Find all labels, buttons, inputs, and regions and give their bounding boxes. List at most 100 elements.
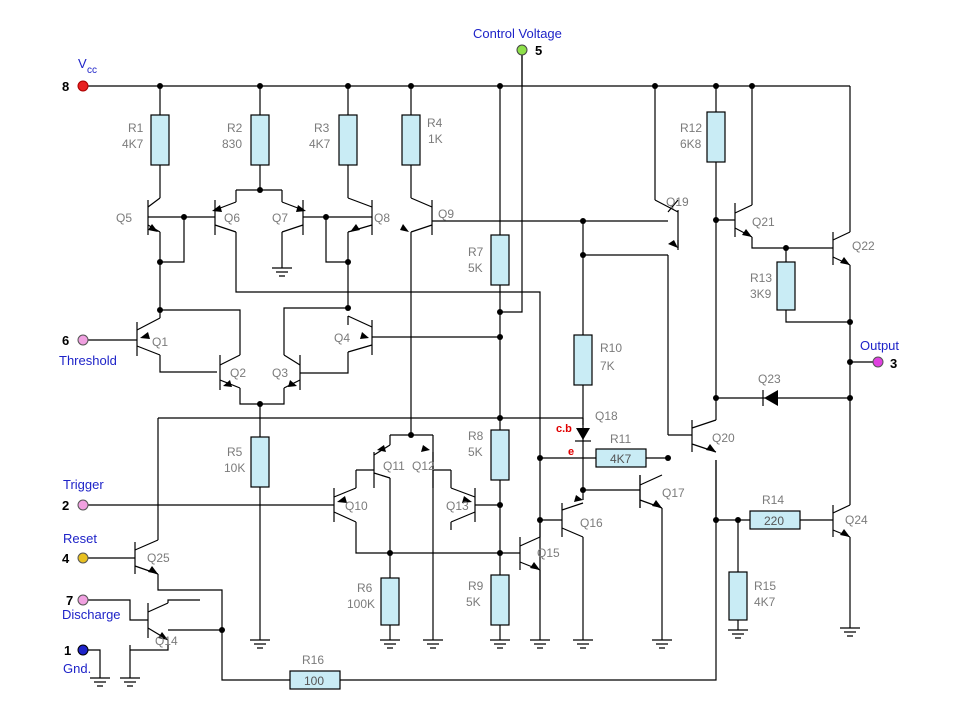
resistor-r10: R10 7K — [573, 334, 622, 386]
svg-text:Q25: Q25 — [147, 551, 170, 565]
svg-text:R5: R5 — [227, 445, 243, 459]
q23-diode — [762, 390, 778, 406]
svg-text:7K: 7K — [600, 359, 615, 373]
svg-text:Q8: Q8 — [374, 211, 390, 225]
pin-gnd: 1 Gnd. — [63, 643, 91, 676]
svg-text:Trigger: Trigger — [63, 477, 104, 492]
q18-diode — [575, 418, 591, 445]
svg-text:5K: 5K — [468, 445, 483, 459]
svg-text:Q3: Q3 — [272, 366, 288, 380]
svg-text:Control Voltage: Control Voltage — [473, 26, 562, 41]
svg-text:4: 4 — [62, 551, 70, 566]
resistor-r11: R11 4K7 — [595, 432, 647, 468]
svg-text:e: e — [568, 446, 574, 458]
svg-text:R11: R11 — [610, 432, 631, 446]
resistor-r16: R16 100 — [289, 653, 341, 690]
svg-text:R3: R3 — [314, 121, 330, 135]
resistor-r12: R12 6K8 — [680, 111, 726, 163]
pin-discharge: 7 Discharge — [62, 593, 121, 622]
svg-text:Q7: Q7 — [272, 211, 288, 225]
resistor-r5: R5 10K — [224, 436, 270, 488]
svg-text:6K8: 6K8 — [680, 137, 702, 151]
junction-dots — [157, 83, 853, 633]
svg-text:6: 6 — [62, 333, 69, 348]
svg-text:Q10: Q10 — [345, 499, 368, 513]
svg-text:Q23: Q23 — [758, 372, 781, 386]
svg-text:4K7: 4K7 — [309, 137, 331, 151]
svg-text:Q21: Q21 — [752, 215, 775, 229]
svg-text:8: 8 — [62, 79, 69, 94]
svg-text:Q22: Q22 — [852, 239, 875, 253]
svg-text:5: 5 — [535, 43, 542, 58]
resistor-r9: R9 5K — [466, 574, 510, 626]
svg-text:10K: 10K — [224, 461, 245, 475]
svg-text:Q19: Q19 — [666, 195, 689, 209]
svg-text:Q13: Q13 — [446, 499, 469, 513]
wires — [83, 54, 878, 681]
svg-text:V: V — [78, 56, 87, 71]
resistor-r7: R7 5K — [468, 234, 510, 286]
svg-text:Q11: Q11 — [383, 459, 405, 473]
svg-text:Q14: Q14 — [155, 634, 178, 648]
resistor-r2: R2 830 — [222, 114, 270, 166]
svg-text:Q18: Q18 — [595, 409, 618, 423]
svg-text:Reset: Reset — [63, 531, 97, 546]
svg-text:R15: R15 — [754, 579, 776, 593]
svg-text:R9: R9 — [468, 579, 484, 593]
svg-text:R12: R12 — [680, 121, 702, 135]
svg-text:100K: 100K — [347, 597, 375, 611]
pin-control-voltage: 5 Control Voltage — [473, 26, 562, 58]
svg-text:Q6: Q6 — [224, 211, 240, 225]
svg-text:1: 1 — [64, 643, 71, 658]
svg-text:830: 830 — [222, 137, 242, 151]
svg-text:cc: cc — [87, 65, 97, 76]
svg-text:Discharge: Discharge — [62, 607, 121, 622]
svg-text:Q5: Q5 — [116, 211, 132, 225]
pin-output: 3 Output — [860, 338, 899, 371]
svg-text:R7: R7 — [468, 245, 484, 259]
svg-text:Q1: Q1 — [152, 335, 168, 349]
pin-trigger: 2 Trigger — [62, 477, 104, 513]
svg-text:Q16: Q16 — [580, 516, 603, 530]
svg-text:Q20: Q20 — [712, 431, 735, 445]
svg-text:1K: 1K — [428, 132, 443, 146]
svg-text:Q2: Q2 — [230, 366, 246, 380]
svg-text:5K: 5K — [468, 261, 483, 275]
svg-text:R14: R14 — [762, 493, 784, 507]
svg-text:R6: R6 — [357, 581, 373, 595]
svg-text:Gnd.: Gnd. — [63, 661, 91, 676]
svg-text:2: 2 — [62, 498, 69, 513]
svg-text:220: 220 — [764, 514, 784, 528]
svg-text:R16: R16 — [302, 653, 324, 667]
resistor-r13: R13 3K9 — [750, 261, 796, 311]
resistor-r15: R15 4K7 — [728, 571, 776, 621]
svg-text:4K7: 4K7 — [122, 137, 144, 151]
svg-text:3: 3 — [890, 356, 897, 371]
svg-text:R13: R13 — [750, 271, 772, 285]
pin-threshold: 6 Threshold — [59, 333, 117, 368]
svg-text:R1: R1 — [128, 121, 144, 135]
resistor-r6: R6 100K — [347, 577, 400, 626]
svg-text:R4: R4 — [427, 116, 443, 130]
svg-text:4K7: 4K7 — [754, 595, 776, 609]
svg-text:Q15: Q15 — [537, 546, 560, 560]
resistor-r8: R8 5K — [468, 429, 510, 481]
svg-text:c.b: c.b — [556, 423, 572, 435]
transistor-labels: Q5 Q6 Q7 Q8 Q9 Q1 Q2 Q3 Q4 Q10 Q11 Q12 Q… — [116, 195, 875, 648]
pin-reset: 4 Reset — [62, 531, 97, 566]
transistor-bodies — [134, 197, 851, 641]
svg-text:Q9: Q9 — [438, 207, 454, 221]
svg-text:Q17: Q17 — [662, 486, 685, 500]
svg-text:3K9: 3K9 — [750, 287, 772, 301]
resistor-r3: R3 4K7 — [309, 114, 358, 166]
svg-text:R2: R2 — [227, 121, 243, 135]
svg-text:Q12: Q12 — [412, 459, 435, 473]
resistor-r14: R14 220 — [749, 493, 801, 530]
svg-text:Q4: Q4 — [334, 331, 350, 345]
svg-text:Threshold: Threshold — [59, 353, 117, 368]
svg-text:R10: R10 — [600, 341, 622, 355]
svg-text:R8: R8 — [468, 429, 484, 443]
svg-text:7: 7 — [66, 593, 73, 608]
svg-text:Output: Output — [860, 338, 899, 353]
